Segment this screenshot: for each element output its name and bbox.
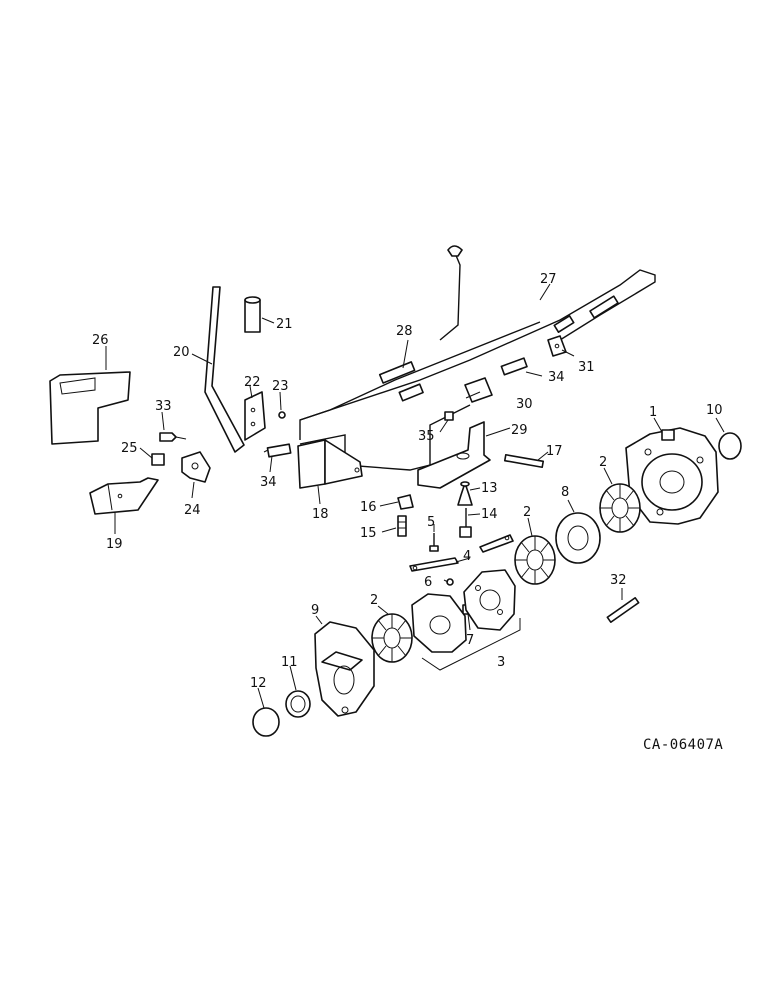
part-11-seal xyxy=(285,690,311,718)
part-3-brake-assembly xyxy=(411,569,521,671)
label-5: 5 xyxy=(427,515,435,530)
part-33-clip xyxy=(159,432,187,442)
label-24: 24 xyxy=(184,503,201,518)
part-1-housing xyxy=(625,427,719,525)
label-9: 9 xyxy=(311,603,319,618)
part-25-plate xyxy=(151,453,165,466)
part-34-right-clevis xyxy=(500,357,528,376)
part-16-clip xyxy=(397,494,414,510)
drawing-code: CA-06407A xyxy=(643,737,723,753)
part-8-plate xyxy=(555,512,601,564)
part-31-bracket xyxy=(547,335,567,357)
label-19: 19 xyxy=(106,537,123,552)
part-21-grip xyxy=(244,296,261,333)
label-28: 28 xyxy=(396,324,413,339)
part-4-links xyxy=(409,534,514,572)
label-31: 31 xyxy=(578,360,595,375)
label-34-right: 34 xyxy=(548,370,565,385)
part-2-disc-lower xyxy=(371,613,413,663)
label-2-lower: 2 xyxy=(370,593,378,608)
part-13-boot xyxy=(457,481,473,506)
part-32-pin xyxy=(606,596,640,624)
label-32: 32 xyxy=(610,573,627,588)
label-35: 35 xyxy=(418,429,435,444)
label-8: 8 xyxy=(561,485,569,500)
label-30: 30 xyxy=(516,397,533,412)
part-2-disc-upper xyxy=(599,483,641,533)
label-2-upper: 2 xyxy=(599,455,607,470)
label-21: 21 xyxy=(276,317,293,332)
label-14: 14 xyxy=(481,507,498,522)
label-6: 6 xyxy=(424,575,432,590)
label-34-left: 34 xyxy=(260,475,277,490)
part-2-disc-middle xyxy=(514,535,556,585)
label-33: 33 xyxy=(155,399,172,414)
label-1: 1 xyxy=(649,405,657,420)
part-24-plate xyxy=(181,451,211,483)
cable-28 xyxy=(299,321,541,471)
part-labels: 1 10 2 8 2 32 3 7 6 4 5 14 13 16 15 17 2… xyxy=(92,272,723,691)
part-14-bolt xyxy=(459,508,472,538)
part-9-housing xyxy=(314,621,375,717)
label-2-middle: 2 xyxy=(523,505,531,520)
label-16: 16 xyxy=(360,500,377,515)
label-4: 4 xyxy=(463,549,471,564)
part-17-pin xyxy=(503,453,545,469)
part-18-bracket xyxy=(297,439,363,489)
part-19-bracket xyxy=(89,477,159,515)
part-15-fitting xyxy=(397,515,407,537)
label-23: 23 xyxy=(272,379,289,394)
label-27: 27 xyxy=(540,272,557,287)
leader-lines xyxy=(105,283,725,709)
cable-27 xyxy=(299,245,656,440)
label-22: 22 xyxy=(244,375,261,390)
label-20: 20 xyxy=(173,345,190,360)
part-35-nut xyxy=(444,411,454,421)
part-5-pin xyxy=(429,533,439,552)
part-23-nut xyxy=(278,411,286,419)
label-12: 12 xyxy=(250,676,267,691)
part-22-bracket xyxy=(244,391,266,441)
label-26: 26 xyxy=(92,333,109,348)
label-13: 13 xyxy=(481,481,498,496)
part-29-bracket xyxy=(417,421,491,489)
part-26-shield xyxy=(49,371,131,445)
label-7: 7 xyxy=(466,633,474,648)
label-3: 3 xyxy=(497,655,505,670)
label-11: 11 xyxy=(281,655,298,670)
label-10: 10 xyxy=(706,403,723,418)
label-29: 29 xyxy=(511,423,528,438)
part-20-lever xyxy=(204,286,245,453)
label-15: 15 xyxy=(360,526,377,541)
label-18: 18 xyxy=(312,507,329,522)
part-30-bracket xyxy=(464,377,493,403)
label-17: 17 xyxy=(546,444,563,459)
label-25: 25 xyxy=(121,441,138,456)
part-12-ring xyxy=(252,707,280,737)
part-10-ring xyxy=(718,432,742,460)
part-34-left-clevis xyxy=(263,443,292,458)
